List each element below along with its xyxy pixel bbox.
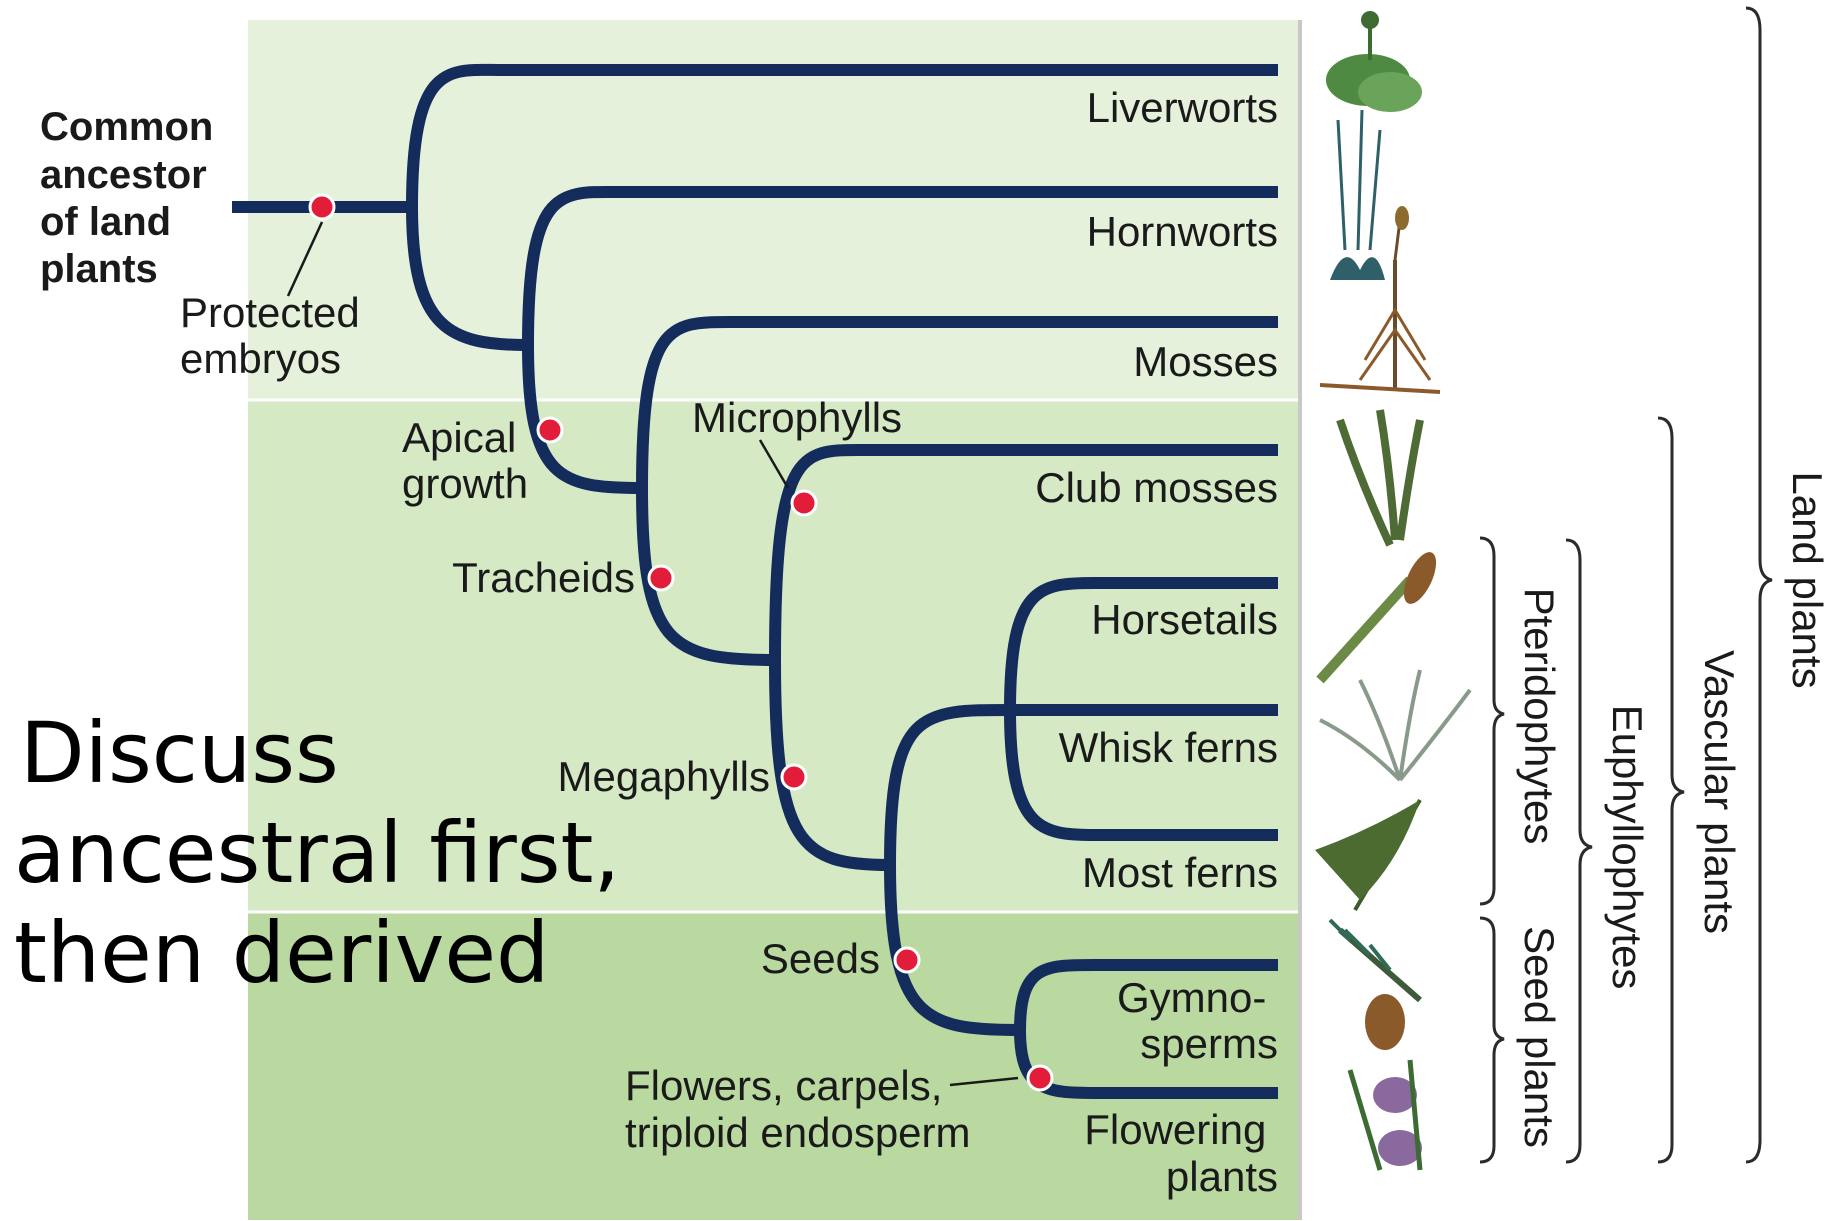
- hornwort-illustration: [1330, 110, 1385, 280]
- trait-dot-microphylls: [792, 491, 816, 515]
- trait-dot-apical-growth: [538, 418, 562, 442]
- trait-label-apical-growth: Apical growth: [402, 414, 528, 507]
- taxon-label-gymnosperms: Gymno- sperms: [1117, 974, 1278, 1067]
- trait-label-flowers: Flowers, carpels, triploid endosperm: [625, 1062, 971, 1156]
- taxon-label-mosses: Mosses: [1133, 338, 1278, 385]
- taxon-label-most-ferns: Most ferns: [1082, 849, 1278, 896]
- trait-label-tracheids: Tracheids: [452, 554, 635, 601]
- vascular-plants-brace: [1658, 418, 1684, 1162]
- trait-label-seeds: Seeds: [761, 935, 880, 982]
- trait-dot-flowers: [1028, 1066, 1052, 1090]
- trait-label-microphylls: Microphylls: [692, 394, 902, 441]
- moss-illustration: [1320, 206, 1440, 392]
- trait-dot-tracheids: [649, 566, 673, 590]
- group-label-pteridophytes: Pteridophytes: [1516, 588, 1563, 845]
- group-label-vascular-plants: Vascular plants: [1696, 650, 1743, 934]
- trait-label-megaphylls: Megaphylls: [558, 753, 770, 800]
- fern-illustration: [1315, 800, 1420, 910]
- plant-illustrations: [1315, 11, 1470, 1170]
- taxon-label-hornworts: Hornworts: [1087, 208, 1278, 255]
- land-plants-brace: [1746, 8, 1772, 1162]
- trait-dot-megaphylls: [782, 765, 806, 789]
- taxon-label-horsetails: Horsetails: [1091, 596, 1278, 643]
- whisk-fern-illustration: [1320, 670, 1470, 780]
- group-label-seed-plants: Seed plants: [1516, 926, 1563, 1148]
- group-label-euphyllophytes: Euphyllophytes: [1604, 705, 1651, 990]
- flowering-plant-illustration: [1350, 1060, 1422, 1170]
- liverwort-illustration: [1326, 11, 1422, 112]
- euphyllophytes-brace: [1566, 540, 1592, 1162]
- club-moss-illustration: [1340, 410, 1420, 545]
- taxon-label-whisk-ferns: Whisk ferns: [1059, 724, 1278, 771]
- group-label-land-plants: Land plants: [1784, 471, 1831, 688]
- gymnosperm-illustration: [1330, 920, 1420, 1050]
- horsetail-illustration: [1320, 548, 1443, 680]
- seed-plants-brace: [1480, 918, 1504, 1162]
- root-label: Common ancestor of land plants: [40, 105, 224, 291]
- trait-dot-protected-embryos: [310, 195, 334, 219]
- trait-dot-seeds: [895, 948, 919, 972]
- pteridophytes-brace: [1480, 538, 1504, 904]
- taxon-label-liverworts: Liverworts: [1087, 84, 1278, 131]
- taxon-label-club-mosses: Club mosses: [1035, 464, 1278, 511]
